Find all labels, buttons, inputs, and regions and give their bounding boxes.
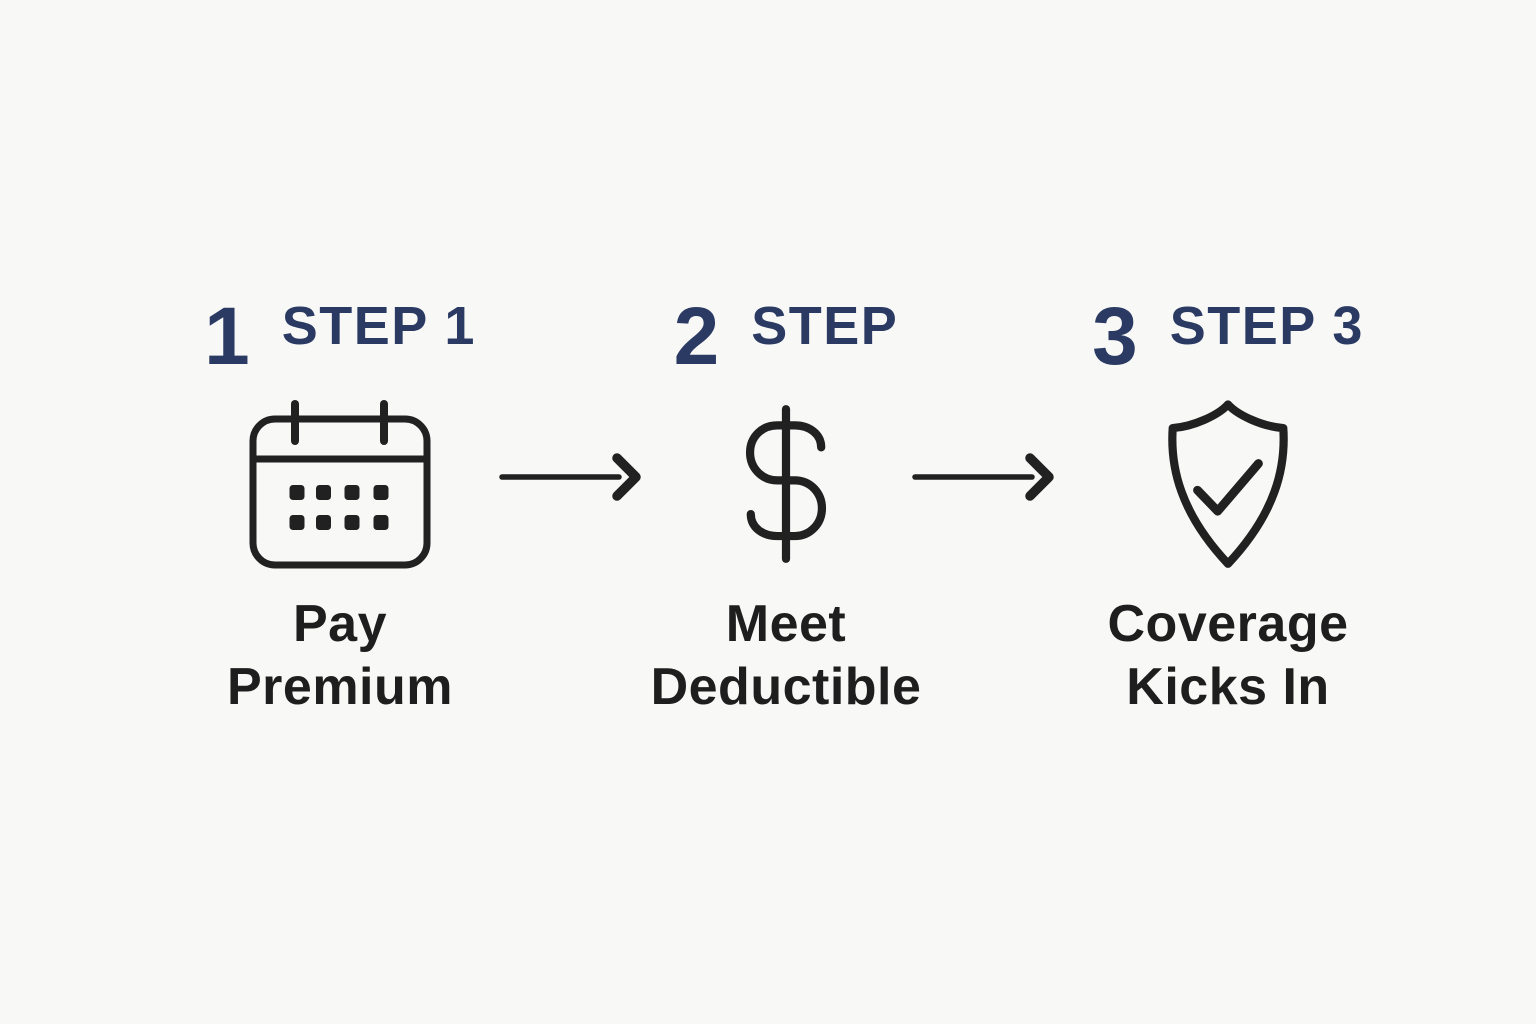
- step-2-title: Meet Deductible: [651, 593, 922, 720]
- shield-check-icon: [1144, 391, 1312, 577]
- dollar-sign-icon: [698, 391, 874, 577]
- step-1-label: STEP 1: [281, 296, 476, 356]
- step-2-title-line2: Deductible: [650, 658, 922, 717]
- arrow-right-icon: [910, 445, 1060, 509]
- step-3-title: Coverage Kicks In: [1108, 593, 1349, 720]
- step-3-header: 3 STEP 3: [1092, 296, 1364, 378]
- step-1-title: Pay Premium: [227, 593, 453, 720]
- step-1-title-line2: Premium: [226, 658, 454, 717]
- step-1: 1 STEP 1 Pay Premium: [150, 296, 530, 720]
- step-1-title-line1: Pay: [292, 595, 388, 653]
- step-2-label: STEP: [751, 296, 899, 356]
- step-1-header: 1 STEP 1: [204, 296, 476, 378]
- arrow-right-icon: [497, 445, 647, 509]
- step-3-title-line2: Kicks In: [1126, 658, 1330, 717]
- step-3-number: 3: [1092, 291, 1138, 382]
- step-2-header: 2 STEP: [674, 296, 899, 378]
- step-3-label: STEP 3: [1169, 296, 1364, 356]
- step-2-title-line1: Meet: [725, 595, 847, 653]
- step-1-number: 1: [204, 291, 250, 382]
- calendar-icon: [245, 391, 435, 577]
- step-2: 2 STEP Meet Deductible: [596, 296, 976, 720]
- step-2-number: 2: [673, 291, 720, 382]
- step-3: 3 STEP 3 Coverage Kicks In: [1038, 296, 1418, 720]
- step-3-title-line1: Coverage: [1107, 595, 1349, 653]
